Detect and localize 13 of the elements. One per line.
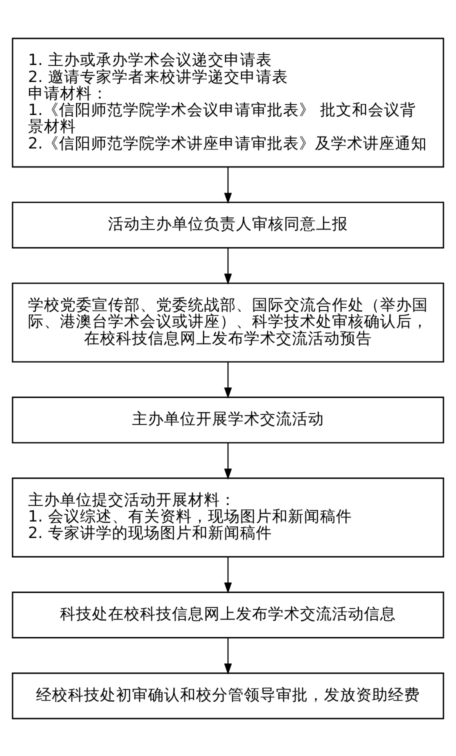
- node-box: 主办单位开展学术交流活动: [12, 396, 444, 443]
- arrow: [224, 362, 232, 398]
- arrow: [224, 166, 232, 204]
- arrow: [224, 442, 232, 480]
- node-box: 学校党委宣传部、党委统战部、国际交流合作处（举办国际、港澳台学术会议或讲座）、科学技术处审核确认后，在校科技信息网上发布学术交流活动预告: [12, 282, 444, 362]
- arrow: [224, 638, 232, 674]
- node-box: 科技处在校科技信息网上发布学术交流活动信息: [12, 591, 444, 638]
- node-box: 经校科技处初审确认和校分管领导审批，发放资助经费: [12, 672, 444, 719]
- node-box: 主办单位提交活动开展材料： 1. 会议综述、有关资料，现场图片和新闻稿件 2. 专家讲学的现场图片和新闻稿件: [12, 477, 444, 557]
- arrow: [224, 247, 232, 284]
- node-box: 活动主办单位负责人审核同意上报: [12, 201, 444, 248]
- node-box: 1. 主办或承办学术会议递交申请表 2. 邀请专家学者来校讲学递交申请表 申请材料： 1.《信阳师范学院学术会议申请审批表》 批文和会议背景材料 2.《信阳师范学院学术讲座申请审批表》及学术讲座通知: [12, 37, 444, 168]
- arrow: [224, 556, 232, 594]
